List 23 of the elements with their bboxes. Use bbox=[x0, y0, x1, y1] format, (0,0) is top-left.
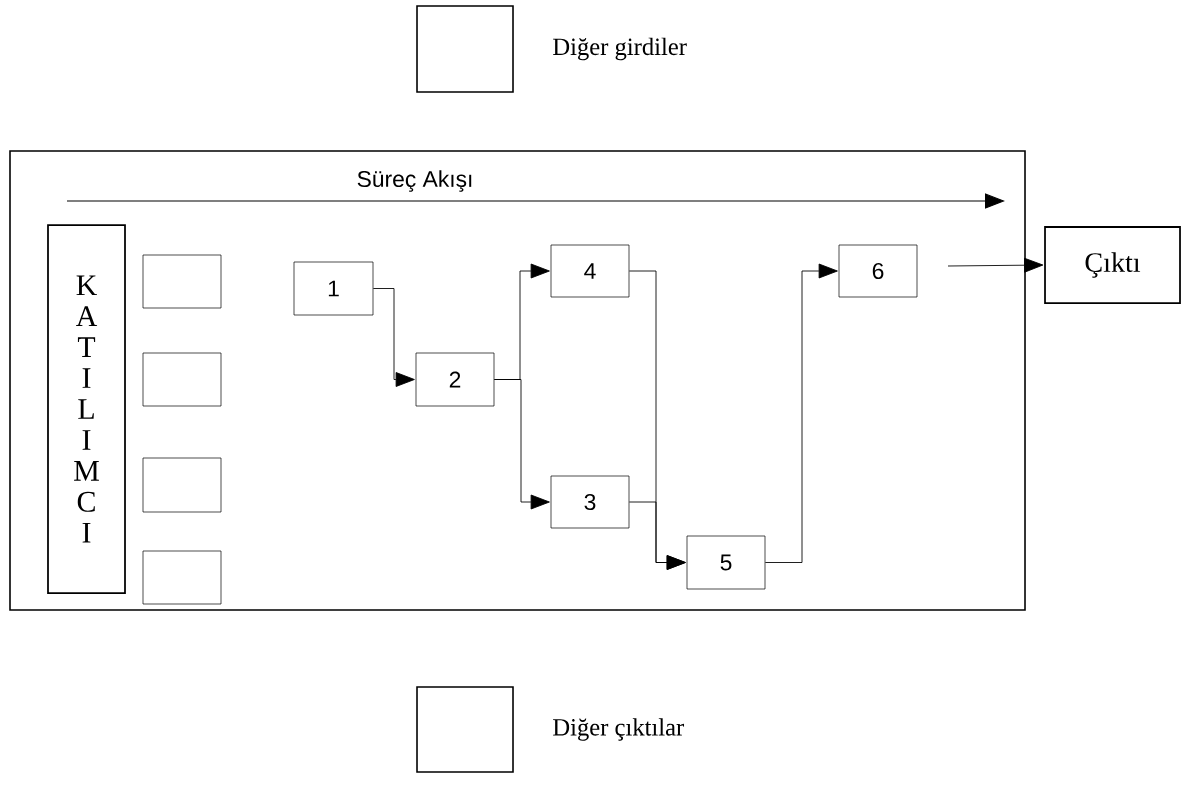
frame-box bbox=[9, 150, 1026, 611]
process-box bbox=[142, 550, 222, 605]
empty-box bbox=[416, 686, 514, 773]
process-box: 5 bbox=[686, 535, 766, 590]
arrow bbox=[628, 501, 686, 570]
process-box: 3 bbox=[550, 475, 630, 529]
process-box bbox=[142, 352, 222, 407]
arrow bbox=[372, 288, 415, 387]
arrow bbox=[493, 379, 550, 510]
arrow bbox=[947, 257, 1044, 273]
arrow bbox=[764, 263, 838, 563]
output-box: Çıktı bbox=[1044, 226, 1181, 304]
process-box: 4 bbox=[550, 244, 630, 298]
process-box bbox=[142, 254, 222, 309]
process-box: 6 bbox=[838, 244, 918, 298]
process-box: 1 bbox=[293, 261, 374, 316]
flow-label: Süreç Akışı bbox=[357, 170, 472, 192]
caption-text: Diğer girdiler bbox=[553, 37, 687, 61]
vertical-text-box: KATILIMCI bbox=[47, 224, 126, 594]
caption-text: Diğer çıktılar bbox=[553, 718, 684, 741]
process-box bbox=[142, 457, 222, 513]
process-box: 2 bbox=[415, 352, 495, 407]
empty-box bbox=[416, 5, 514, 93]
